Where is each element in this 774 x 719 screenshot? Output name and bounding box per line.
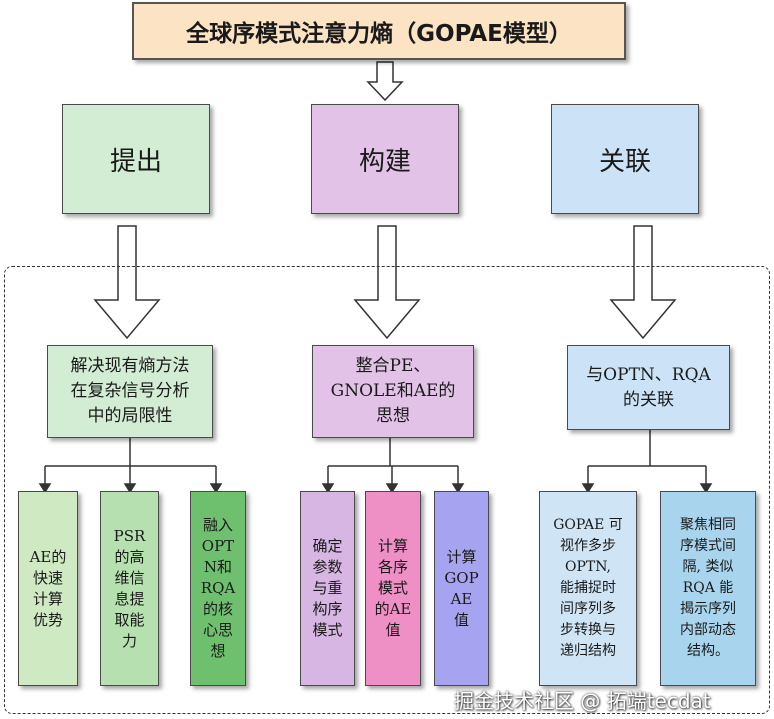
leaf-psr: PSR 的高 维信 息提 取能 力 — [100, 491, 159, 686]
tree-connector-1 — [38, 438, 223, 494]
leaf-psr-label: PSR 的高 维信 息提 取能 力 — [113, 526, 146, 650]
leaf-rqa-interval: 聚焦相同 序模式间 隔, 类似 RQA 能 揭示序列 内部动态 结构。 — [660, 491, 756, 686]
stage-relate: 关联 — [551, 104, 699, 214]
leaf-ae-value: 计算 各序 模式 的AE 值 — [365, 491, 421, 686]
leaf-gopae-optn-label: GOPAE 可 视作多步 OPTN, 能捕捉时 间序列多 步转换与 递归结构 — [553, 517, 623, 659]
watermark: 掘金技术社区 @ 拓端tecdat — [454, 688, 711, 713]
stage-build-label: 构建 — [358, 146, 411, 177]
down-arrow-stage-2 — [353, 225, 421, 340]
leaf-ae-value-label: 计算 各序 模式 的AE 值 — [374, 537, 412, 639]
leaf-params-label: 确定 参数 与重 构序 模式 — [312, 537, 343, 639]
tree-connector-2 — [321, 438, 465, 494]
leaf-optn-rqa: 融入 OPT N和 RQA 的核 心思 想 — [190, 491, 246, 686]
stage-propose: 提出 — [62, 104, 210, 214]
down-arrow-title — [366, 61, 404, 102]
leaf-params: 确定 参数 与重 构序 模式 — [300, 491, 355, 686]
middle-propose: 解决现有熵方法 在复杂信号分析 中的局限性 — [47, 345, 213, 438]
leaf-gopae-value: 计算 GOP AE 值 — [434, 491, 489, 686]
leaf-ae-fast-label: AE的 快速 计算 优势 — [29, 547, 67, 629]
middle-relate-label: 与OPTN、RQA 的关联 — [586, 364, 711, 410]
leaf-gopae-value-label: 计算 GOP AE 值 — [444, 547, 479, 629]
down-arrow-stage-1 — [93, 225, 161, 340]
middle-build-label: 整合PE、 GNOLE和AE的 思想 — [330, 356, 456, 426]
diagram-title: 全球序模式注意力熵（GOPAE模型） — [132, 2, 626, 60]
tree-connector-3 — [581, 430, 713, 494]
dashed-group-frame — [4, 266, 770, 714]
stage-build: 构建 — [311, 104, 459, 214]
middle-propose-label: 解决现有熵方法 在复杂信号分析 中的局限性 — [70, 356, 190, 426]
diagram-title-text: 全球序模式注意力熵（GOPAE模型） — [186, 21, 572, 47]
leaf-rqa-interval-label: 聚焦相同 序模式间 隔, 类似 RQA 能 揭示序列 内部动态 结构。 — [680, 517, 736, 659]
leaf-optn-rqa-label: 融入 OPT N和 RQA 的核 心思 想 — [200, 516, 236, 660]
down-arrow-stage-3 — [609, 225, 677, 340]
stage-relate-label: 关联 — [598, 146, 651, 177]
middle-relate: 与OPTN、RQA 的关联 — [567, 345, 730, 430]
leaf-ae-fast: AE的 快速 计算 优势 — [18, 491, 78, 686]
leaf-gopae-optn: GOPAE 可 视作多步 OPTN, 能捕捉时 间序列多 步转换与 递归结构 — [539, 491, 637, 686]
stage-propose-label: 提出 — [109, 146, 162, 177]
middle-build: 整合PE、 GNOLE和AE的 思想 — [312, 345, 474, 438]
